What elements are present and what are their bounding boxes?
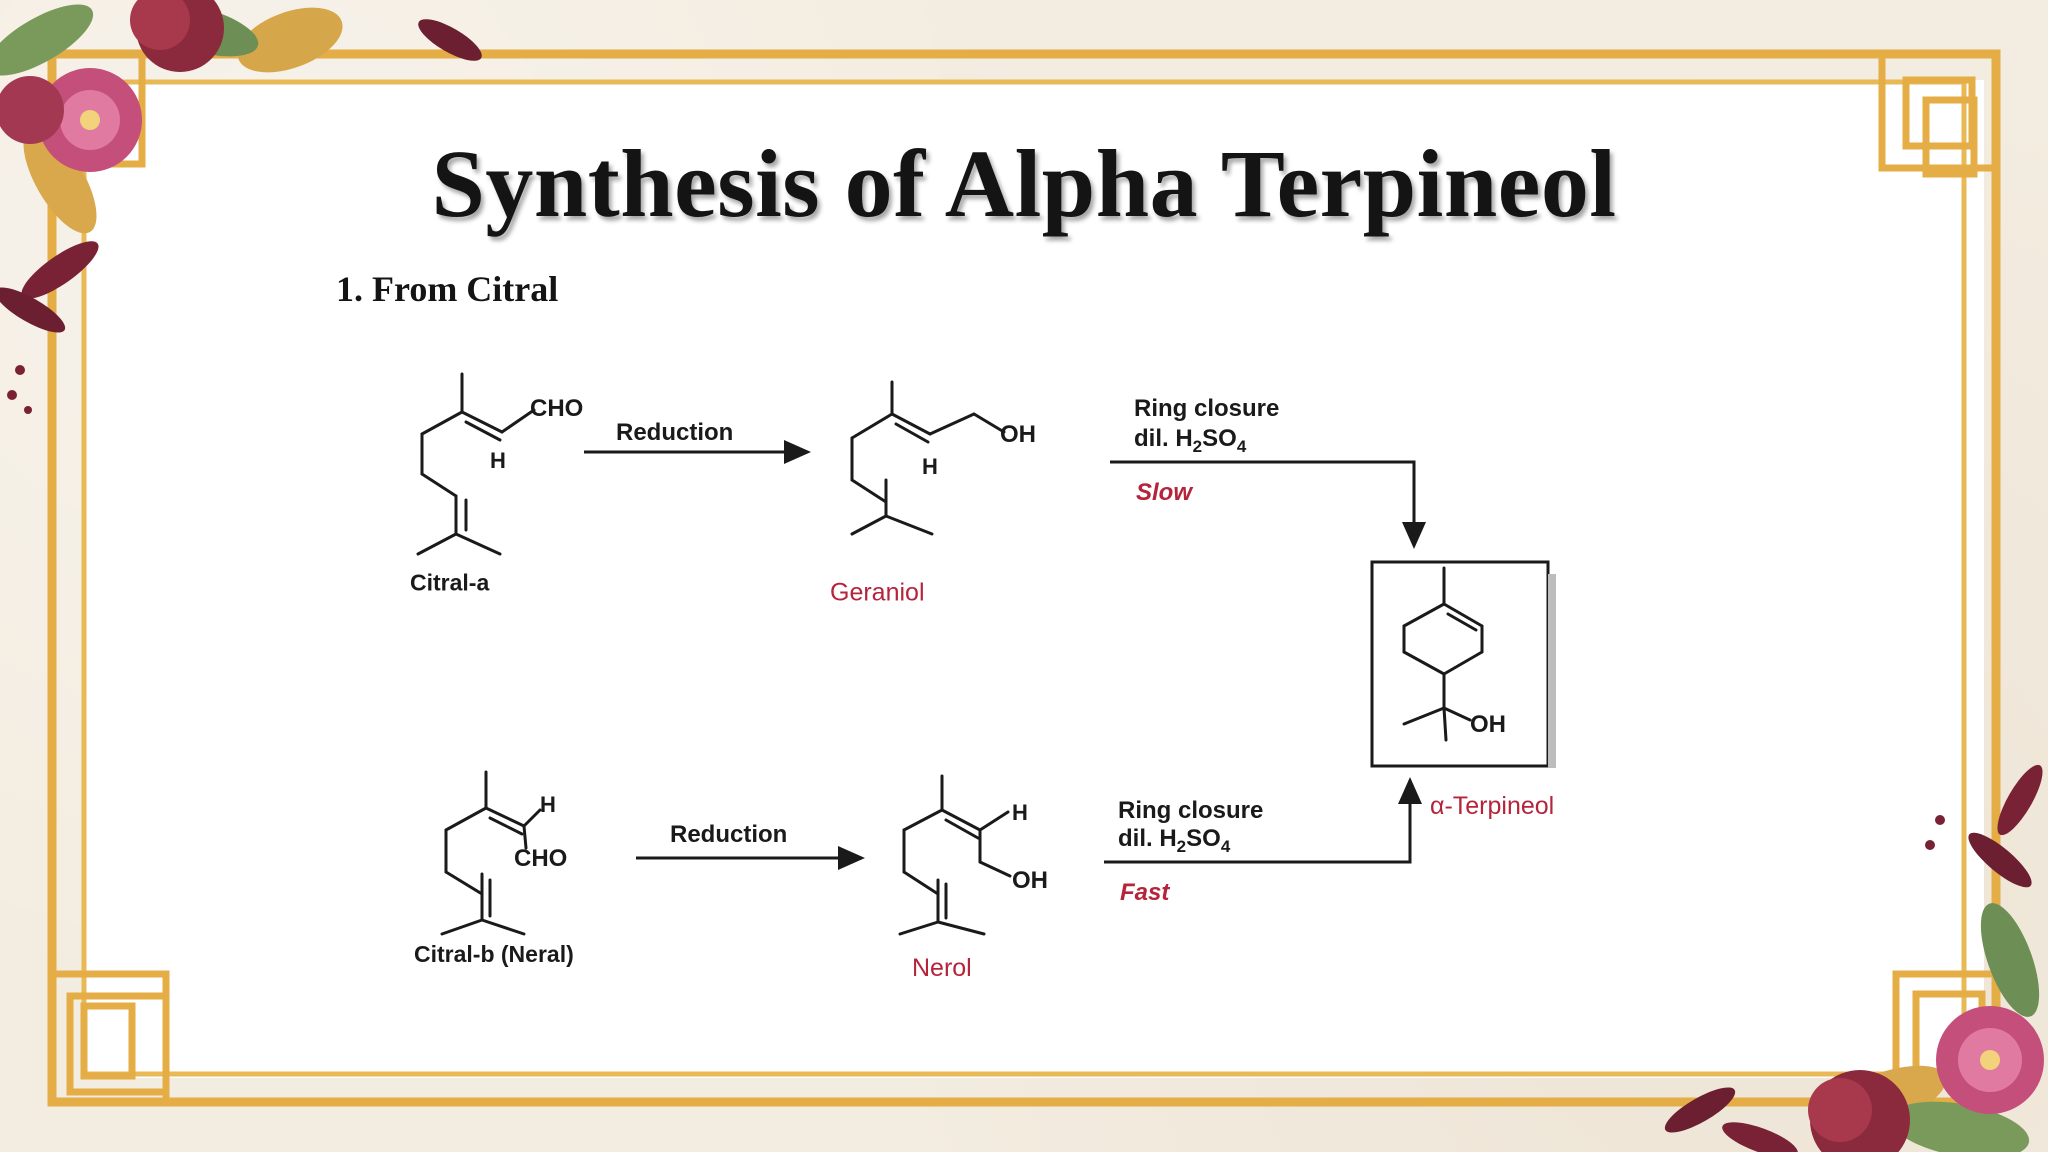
- citral-a-structure: [416, 372, 536, 556]
- corner-ornament-bottom-left: [48, 970, 170, 1106]
- acid-reagent-bottom-sub2: 2: [1177, 837, 1186, 856]
- acid-reagent-label-top: dil. H2SO4: [1134, 425, 1247, 456]
- cyclization-arrow-top: [1110, 460, 1426, 549]
- acid-reagent-bottom-sub4: 4: [1221, 837, 1231, 856]
- corner-ornament-top-right: [1878, 50, 2000, 178]
- slide-title: Synthesis of Alpha Terpineol: [431, 130, 1617, 237]
- citral-b-name: Citral-b (Neral): [414, 941, 574, 967]
- floral-decoration-bottom-right: [1664, 764, 2044, 1152]
- citral-b-h-label: H: [540, 792, 556, 817]
- nerol-structure: [898, 774, 1012, 936]
- acid-reagent-top-so: SO: [1202, 425, 1237, 452]
- citral-b-structure: [440, 770, 542, 936]
- terpineol-name: α-Terpineol: [1430, 792, 1554, 820]
- citral-a-name: Citral-a: [410, 570, 489, 596]
- rate-label-fast: Fast: [1120, 879, 1170, 906]
- geraniol-oh-label: OH: [1000, 421, 1036, 448]
- citral-a-cho-label: CHO: [530, 395, 583, 422]
- geraniol-structure: [850, 380, 1006, 536]
- ring-closure-label-top: Ring closure: [1134, 395, 1279, 422]
- reduction-label-top: Reduction: [616, 419, 733, 446]
- acid-reagent-top-sub2: 2: [1193, 437, 1202, 456]
- nerol-name: Nerol: [912, 954, 972, 982]
- acid-reagent-bottom-so: SO: [1186, 825, 1221, 852]
- geraniol-name: Geraniol: [830, 579, 925, 607]
- outer-gold-border: [47, 49, 2001, 1107]
- ring-closure-label-bottom: Ring closure: [1118, 797, 1263, 824]
- acid-reagent-top-h: dil. H: [1134, 425, 1193, 452]
- terpineol-box-shadow: [1548, 574, 1556, 768]
- rate-label-slow: Slow: [1136, 479, 1193, 506]
- slide-panel: [84, 80, 1984, 1078]
- nerol-oh-label: OH: [1012, 867, 1048, 894]
- cyclization-arrow-bottom: [1104, 777, 1422, 864]
- floral-decoration-top-left: [0, 0, 482, 414]
- nerol-h-label: H: [1012, 800, 1028, 825]
- citral-a-h-label: H: [490, 448, 506, 473]
- acid-reagent-bottom-h: dil. H: [1118, 825, 1177, 852]
- citral-b-cho-label: CHO: [514, 845, 567, 872]
- acid-reagent-top-sub4: 4: [1237, 437, 1247, 456]
- terpineol-structure: [1402, 566, 1484, 742]
- inner-gold-border: [81, 79, 1967, 1077]
- reduction-label-bottom: Reduction: [670, 821, 787, 848]
- terpineol-oh-label: OH: [1470, 711, 1506, 738]
- acid-reagent-label-bottom: dil. H2SO4: [1118, 825, 1231, 856]
- geraniol-h-label: H: [922, 454, 938, 479]
- section-subtitle: 1. From Citral: [336, 269, 559, 309]
